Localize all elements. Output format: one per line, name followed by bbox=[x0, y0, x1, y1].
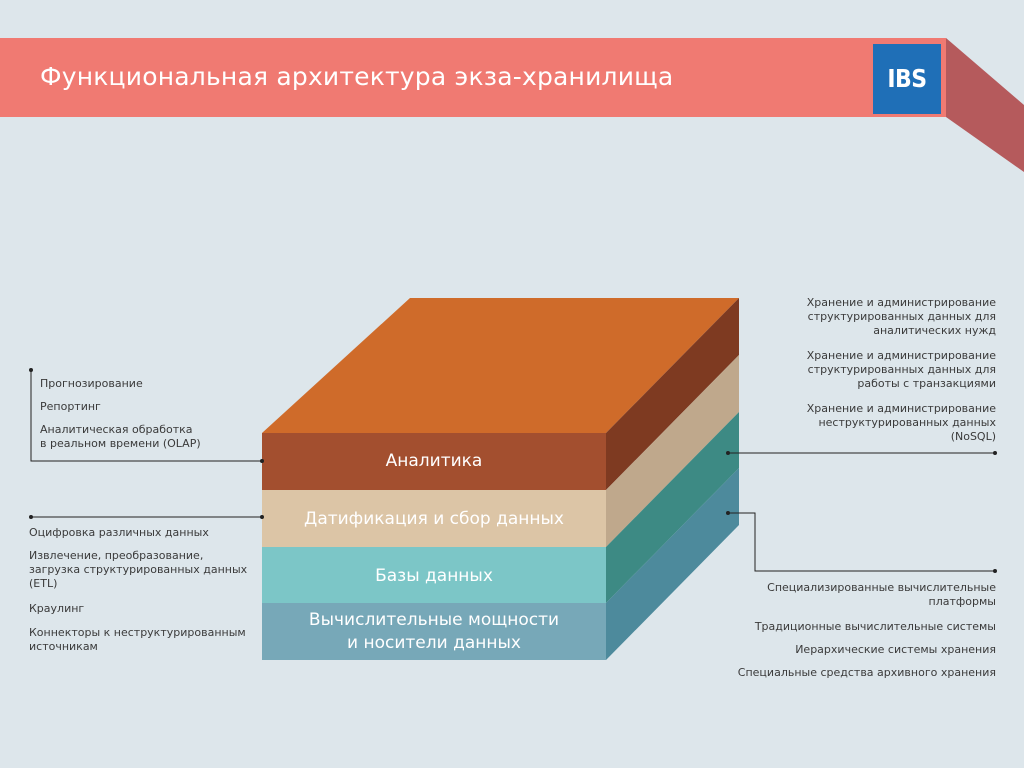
layer-front-analytics bbox=[262, 433, 606, 490]
note-line: Оцифровка различных данных bbox=[29, 526, 209, 539]
note-line: структурированных данных для bbox=[807, 310, 996, 323]
note-line: платформы bbox=[928, 595, 996, 608]
logo-text: IBS bbox=[887, 64, 927, 94]
left-note-olap: Аналитическая обработка в реальном време… bbox=[40, 423, 201, 451]
right-note-specialized-platforms: Специализированные вычислительные платфо… bbox=[767, 581, 996, 609]
layer-label-datification: Датификация и сбор данных bbox=[304, 509, 564, 529]
layer-side-databases bbox=[606, 412, 739, 603]
page-title: Функциональная архитектура экза-хранилищ… bbox=[40, 62, 674, 91]
banner-strip bbox=[0, 38, 946, 117]
left-note-etl: Извлечение, преобразование, загрузка стр… bbox=[29, 549, 247, 591]
layer-front-datification bbox=[262, 490, 606, 547]
note-line: Извлечение, преобразование, bbox=[29, 549, 204, 562]
left-note-forecasting: Прогнозирование bbox=[40, 377, 143, 391]
left-note-connectors: Коннекторы к неструктурированным источни… bbox=[29, 626, 246, 654]
left-note-crawling: Краулинг bbox=[29, 602, 84, 616]
banner-fold bbox=[946, 38, 1024, 172]
note-line: неструктурированных данных bbox=[818, 416, 996, 429]
layer-label-compute-line: Вычислительные мощности bbox=[308, 610, 560, 630]
note-line: Специализированные вычислительные bbox=[767, 581, 996, 594]
note-line: (ETL) bbox=[29, 577, 58, 590]
right-note-nosql-storage: Хранение и администрирование неструктури… bbox=[807, 402, 996, 444]
note-line: Прогнозирование bbox=[40, 377, 143, 390]
layer-label-databases: Базы данных bbox=[375, 566, 493, 586]
layer-front-compute bbox=[262, 603, 606, 660]
note-line: Иерархические системы хранения bbox=[795, 643, 996, 656]
note-line: работы с транзакциями bbox=[857, 377, 996, 390]
note-line: Традиционные вычислительные системы bbox=[754, 620, 996, 633]
layer-label-compute-line: и носители данных bbox=[347, 633, 521, 653]
layer-side-analytics bbox=[606, 298, 739, 490]
note-line: Специальные средства архивного хранения bbox=[737, 666, 996, 679]
layer-side-datification bbox=[606, 355, 739, 547]
note-line: структурированных данных для bbox=[807, 363, 996, 376]
ibs-logo: IBS bbox=[873, 44, 941, 114]
note-line: источникам bbox=[29, 640, 98, 653]
note-line: Хранение и администрирование bbox=[806, 349, 996, 362]
right-note-analytics-storage: Хранение и администрирование структуриро… bbox=[807, 296, 996, 338]
note-line: Краулинг bbox=[29, 602, 85, 615]
header-banner bbox=[0, 38, 1024, 172]
layer-label-compute: Вычислительные мощности и носители данны… bbox=[262, 609, 606, 655]
layer-side-compute bbox=[606, 468, 739, 660]
left-note-reporting: Репортинг bbox=[40, 400, 101, 414]
layer-front-databases bbox=[262, 547, 606, 603]
note-line: в реальном времени (OLAP) bbox=[40, 437, 201, 450]
right-note-archive-storage: Специальные средства архивного хранения bbox=[738, 666, 996, 680]
note-line: Коннекторы к неструктурированным bbox=[29, 626, 246, 639]
right-note-hierarchical-storage: Иерархические системы хранения bbox=[795, 643, 996, 657]
note-line: Хранение и администрирование bbox=[806, 402, 996, 415]
right-note-traditional-systems: Традиционные вычислительные системы bbox=[755, 620, 996, 634]
layer-label-analytics: Аналитика bbox=[385, 451, 483, 471]
left-note-digitization: Оцифровка различных данных bbox=[29, 526, 209, 540]
note-line: (NoSQL) bbox=[950, 430, 996, 443]
cube-top-face bbox=[262, 298, 739, 433]
note-line: загрузка структурированных данных bbox=[29, 563, 248, 576]
note-line: аналитических нужд bbox=[873, 324, 996, 337]
right-note-transaction-storage: Хранение и администрирование структуриро… bbox=[807, 349, 996, 391]
note-line: Хранение и администрирование bbox=[806, 296, 996, 309]
note-line: Репортинг bbox=[40, 400, 101, 413]
note-line: Аналитическая обработка bbox=[40, 423, 193, 436]
